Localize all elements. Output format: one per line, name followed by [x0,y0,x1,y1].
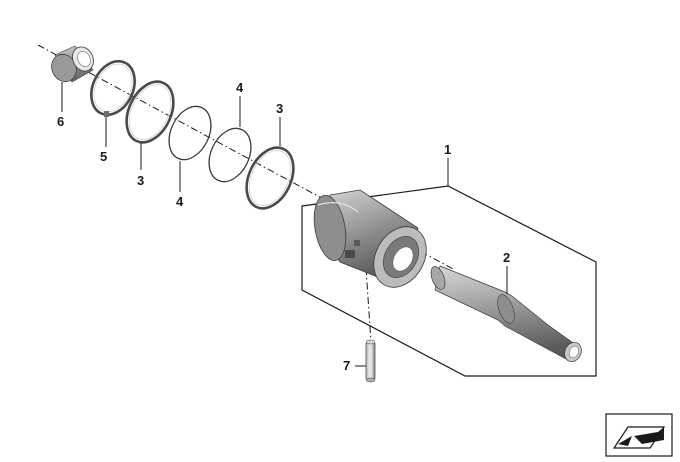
folder-arrow-icon [605,413,673,457]
callout-2: 2 [503,250,510,265]
callout-6: 6 [57,114,64,129]
callout-1: 1 [444,142,451,157]
callout-3b: 3 [276,101,283,116]
pin-axis [365,267,372,343]
callout-5: 5 [100,149,107,164]
shaft-part [430,265,582,363]
callout-3a: 3 [137,173,144,188]
pin-part [365,339,376,383]
seal-ring-part-b [245,146,295,210]
end-cap-part [51,45,94,83]
callout-4b: 4 [236,80,244,95]
o-ring-part-b [208,127,252,183]
seal-ring-part-a [125,80,175,144]
circlip-part [90,59,136,117]
o-ring-part-a [168,105,212,161]
callout-4a: 4 [176,194,184,209]
callout-7: 7 [343,358,350,373]
housing-part [313,189,427,288]
